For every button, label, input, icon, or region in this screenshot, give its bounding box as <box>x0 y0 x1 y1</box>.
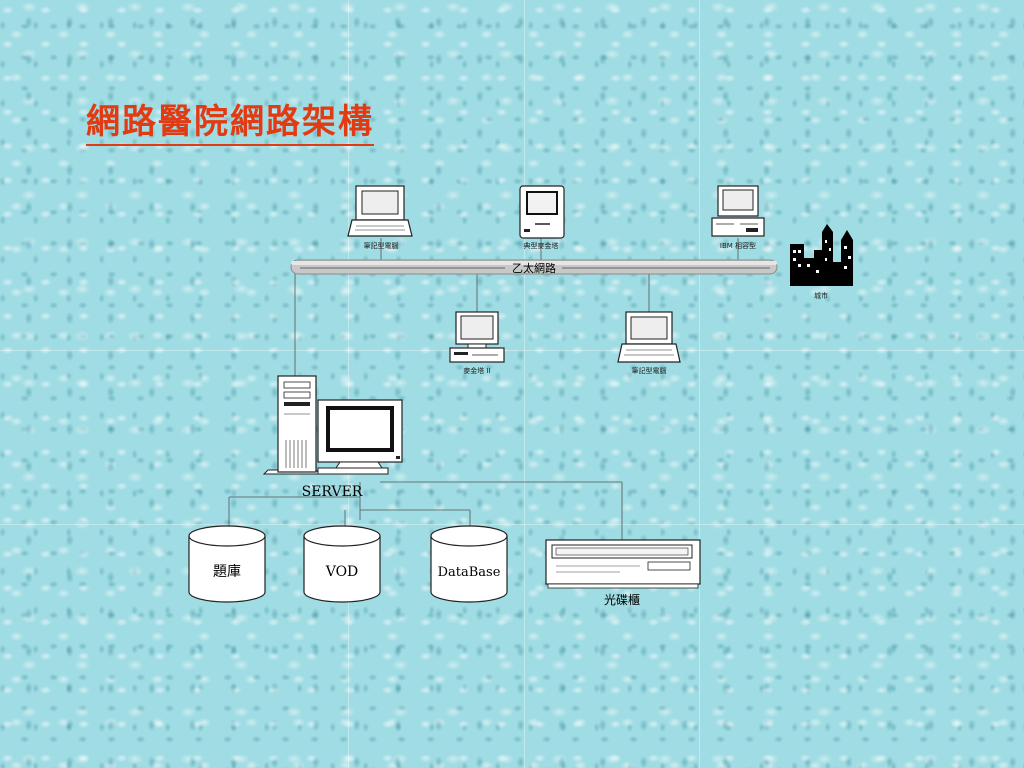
ibm-pc-icon <box>711 185 765 237</box>
laptop-bottom-label: 筆記型電腦 <box>632 366 667 375</box>
background-gridline <box>524 0 525 768</box>
background-gridline <box>0 524 1024 525</box>
mac-desktop-label: 典型麥金塔 <box>524 241 559 250</box>
mac-desktop-icon <box>519 185 565 239</box>
city-label: 城市 <box>814 291 828 300</box>
backbone-label: 乙太網路 <box>512 261 556 275</box>
mac-ii-label: 麥金塔 II <box>463 366 490 375</box>
db-questions-label: 題庫 <box>213 563 241 580</box>
server-icon <box>262 375 403 475</box>
server-label: SERVER <box>302 484 363 500</box>
disc-cabinet-icon <box>545 539 701 589</box>
slide-title: 網路醫院網路架構 <box>86 102 374 146</box>
db-database-icon <box>430 525 508 603</box>
ibm-pc-label: IBM 相容型 <box>720 241 756 250</box>
mac-ii-icon <box>449 311 505 363</box>
laptop-top-icon <box>347 185 413 237</box>
laptop-top-label: 筆記型電腦 <box>364 241 399 250</box>
connection-wires <box>228 238 739 540</box>
db-database-label: DataBase <box>438 565 501 580</box>
background-gridline <box>0 350 1024 351</box>
disc-cabinet-label: 光碟櫃 <box>604 593 640 607</box>
laptop-bottom-icon <box>617 311 681 363</box>
db-vod-icon <box>303 525 381 603</box>
background-gridline <box>699 0 700 768</box>
db-vod-label: VOD <box>325 564 359 580</box>
ethernet-backbone: 乙太網路 <box>290 259 778 275</box>
city-skyline-icon <box>790 224 853 286</box>
db-questions-icon <box>188 525 266 603</box>
background-gridline <box>348 0 349 768</box>
